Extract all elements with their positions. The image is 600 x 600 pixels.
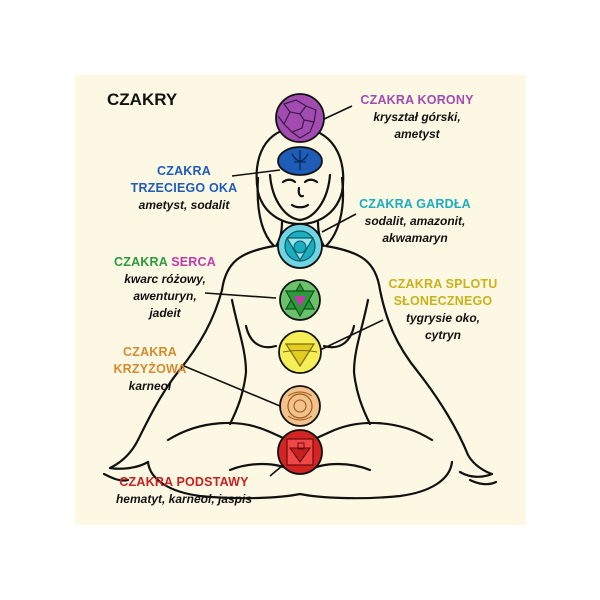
diagram-title: CZAKRY	[107, 90, 178, 109]
third-eye-title-1: CZAKRA	[157, 164, 211, 178]
third-eye-chakra-icon	[277, 146, 323, 176]
heart-chakra-icon	[279, 279, 321, 321]
face-left-contour	[268, 173, 302, 222]
hand-left	[102, 460, 150, 482]
throat-stones-2: akwamaryn	[382, 231, 448, 245]
leader-heart	[204, 292, 277, 299]
throat-stones-1: sodalit, amazonit,	[364, 214, 466, 228]
leader-crown	[321, 105, 353, 121]
heart-title: CZAKRA SERCA	[112, 254, 218, 271]
crown-chakra-icon	[275, 93, 325, 143]
throat-title: CZAKRA GARDŁA	[359, 197, 471, 211]
heart-stones-3: jadeit	[149, 306, 181, 320]
leader-third-eye	[231, 169, 281, 177]
label-throat: CZAKRA GARDŁA sodalit, amazonit, akwamar…	[354, 196, 476, 247]
body-left-outline	[108, 244, 276, 470]
torso-left-outline	[228, 298, 248, 426]
solar-stones-2: cytryn	[424, 328, 462, 342]
heart-stones-2: awenturyn,	[133, 289, 197, 303]
throat-chakra-icon	[277, 223, 323, 269]
sacral-title-2: KRZYŻOWA	[113, 362, 187, 376]
third-eye-stones: ametyst, sodalit	[138, 198, 230, 212]
solar-stones-1: tygrysie oko,	[405, 311, 481, 325]
crown-title: CZAKRA KORONY	[360, 93, 474, 107]
face-right-contour	[298, 173, 332, 222]
label-heart: CZAKRA SERCA kwarc różowy, awenturyn, ja…	[112, 254, 218, 322]
leader-throat	[321, 213, 357, 233]
sacral-chakra-icon	[279, 385, 321, 427]
heart-stones-1: kwarc różowy,	[124, 272, 206, 286]
sacral-stones: karneol	[128, 379, 172, 393]
root-chakra-icon	[277, 429, 323, 475]
hand-right	[458, 470, 498, 486]
nose	[297, 186, 305, 198]
third-eye-title-2: TRZECIEGO OKA	[130, 181, 238, 195]
leader-solar	[319, 319, 384, 351]
heart-title-accent: SERCA	[171, 255, 216, 269]
crown-stones-2: ametyst	[394, 127, 440, 141]
eye-left	[281, 178, 297, 184]
sacral-title-1: CZAKRA	[123, 345, 177, 359]
label-third-eye: CZAKRA TRZECIEGO OKA ametyst, sodalit	[124, 163, 244, 214]
solar-title-1: CZAKRA SPLOTU	[388, 277, 498, 291]
breast-left	[244, 324, 278, 349]
label-root: CZAKRA PODSTAWY hematyt, karneol, jaspis	[98, 474, 270, 508]
mouth	[290, 203, 310, 209]
root-stones: hematyt, karneol, jaspis	[115, 492, 253, 506]
body-right-outline	[324, 244, 494, 476]
label-sacral: CZAKRA KRZYŻOWA karneol	[112, 344, 188, 395]
label-solar-plexus: CZAKRA SPLOTU SŁONECZNEGO tygrysie oko, …	[378, 276, 508, 344]
lap-outline	[146, 460, 454, 500]
label-crown: CZAKRA KORONY kryształ górski, ametyst	[352, 92, 482, 143]
solar-plexus-chakra-icon	[278, 330, 322, 374]
root-title: CZAKRA PODSTAWY	[119, 475, 249, 489]
leader-sacral	[183, 365, 281, 407]
eye-right	[303, 178, 319, 184]
leader-root	[269, 465, 283, 477]
solar-title-2: SŁONECZNEGO	[393, 294, 493, 308]
heart-title-prefix: CZAKRA	[114, 255, 172, 269]
torso-right-outline	[352, 298, 372, 426]
crown-stones-1: kryształ górski,	[373, 110, 461, 124]
hair-outline	[256, 176, 345, 248]
